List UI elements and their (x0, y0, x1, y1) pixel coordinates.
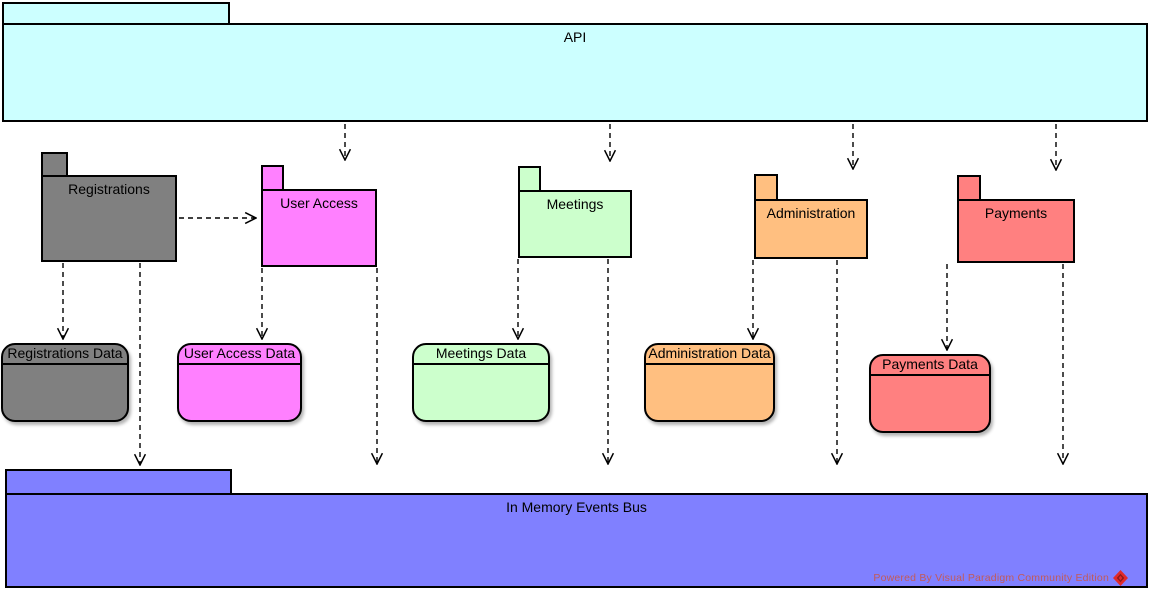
events-bus-package-label: In Memory Events Bus (506, 499, 647, 515)
watermark: Powered By Visual Paradigm Community Edi… (873, 570, 1128, 586)
administration-package-tab (754, 174, 778, 201)
payments-package-tab (957, 175, 981, 201)
meetings-datastore-label: Meetings Data (414, 345, 548, 365)
visual-paradigm-logo-icon (1113, 570, 1128, 586)
user-access-package-label: User Access (280, 195, 358, 211)
api-package-tab (2, 2, 230, 25)
events-bus-package-tab (5, 469, 232, 495)
payments-datastore: Payments Data (869, 354, 991, 433)
meetings-package-label: Meetings (546, 196, 604, 212)
meetings-package: Meetings (518, 190, 632, 258)
payments-package: Payments (957, 199, 1075, 263)
api-package: API (2, 23, 1148, 122)
administration-datastore: Administration Data (644, 343, 775, 422)
registrations-package: Registrations (41, 175, 177, 262)
watermark-text: Powered By Visual Paradigm Community Edi… (873, 572, 1109, 584)
meetings-datastore: Meetings Data (412, 343, 550, 422)
payments-datastore-label: Payments Data (871, 356, 989, 376)
user-access-datastore: User Access Data (177, 343, 302, 422)
registrations-package-label: Registrations (68, 181, 150, 197)
registrations-datastore: Registrations Data (1, 343, 129, 422)
events-bus-package: In Memory Events Bus (5, 493, 1148, 588)
user-access-package: User Access (261, 189, 377, 267)
user-access-package-tab (261, 165, 284, 191)
administration-package-label: Administration (766, 205, 856, 221)
api-package-label: API (563, 29, 587, 45)
registrations-package-tab (41, 152, 68, 177)
administration-package: Administration (754, 199, 868, 259)
payments-package-label: Payments (984, 205, 1048, 221)
meetings-package-tab (518, 166, 541, 192)
administration-datastore-label: Administration Data (646, 345, 773, 365)
registrations-datastore-label: Registrations Data (3, 345, 127, 365)
user-access-datastore-label: User Access Data (179, 345, 300, 365)
